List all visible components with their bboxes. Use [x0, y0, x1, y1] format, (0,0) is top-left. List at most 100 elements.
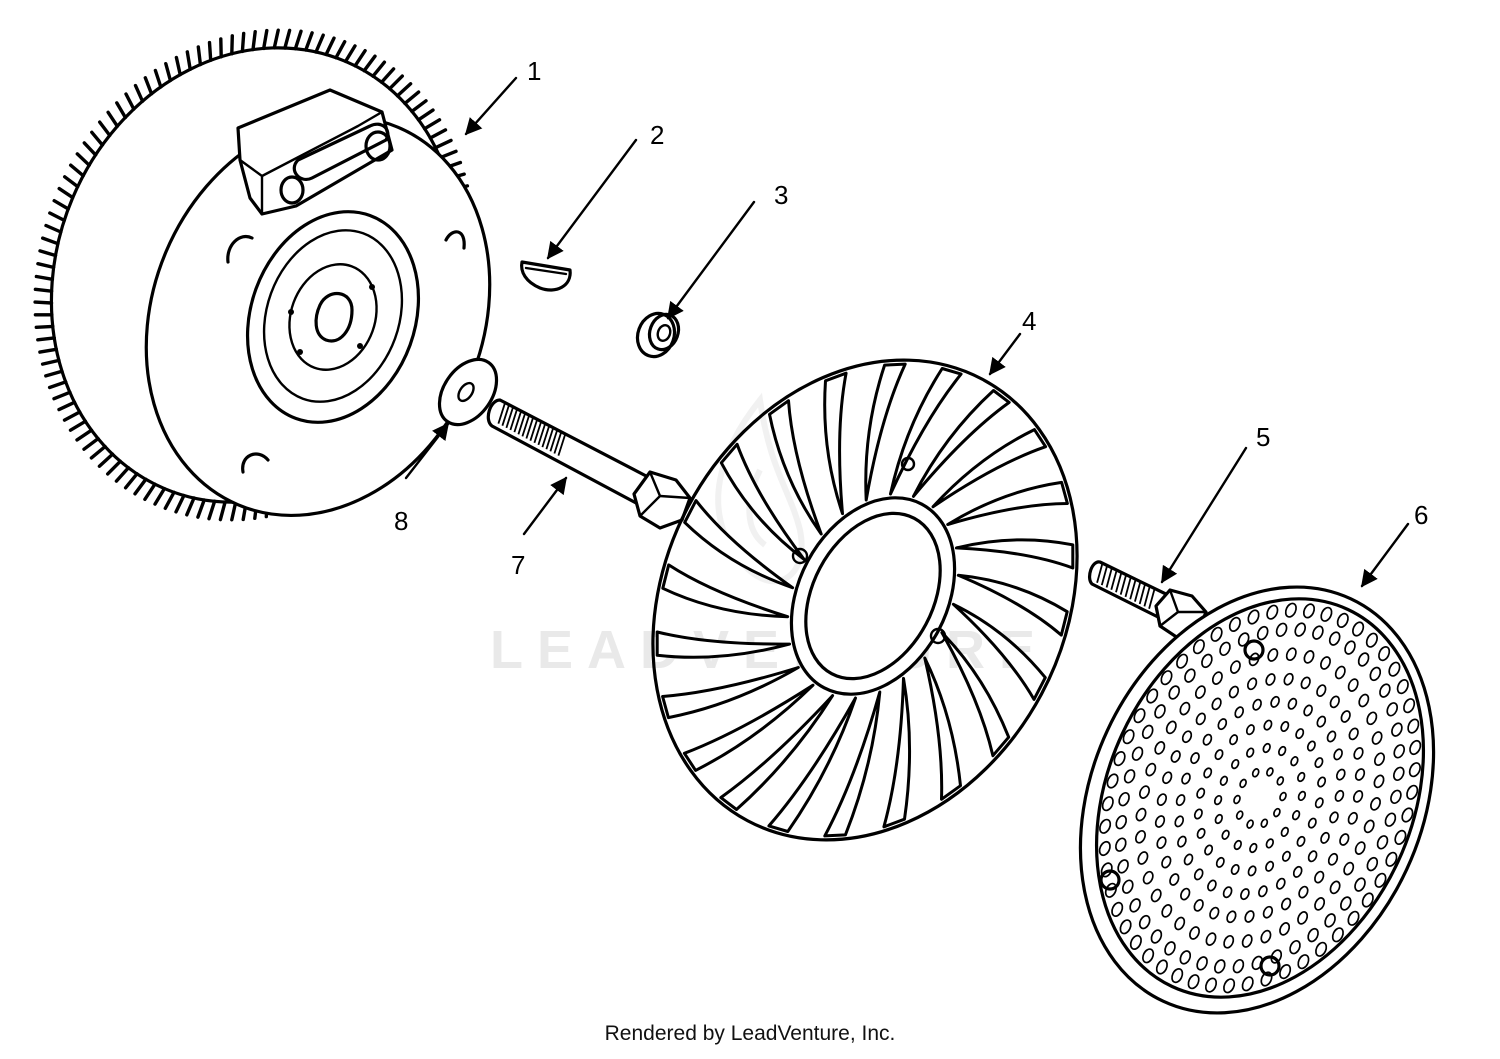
screen-hole — [1135, 807, 1147, 822]
screen-hole — [1386, 702, 1399, 717]
screen-hole — [1279, 791, 1287, 802]
callout-label-1: 1 — [527, 56, 541, 86]
screen-hole — [1314, 897, 1326, 911]
screen-hole — [1233, 794, 1241, 805]
screen-hole — [1260, 818, 1269, 828]
screen-hole — [1133, 708, 1146, 724]
screen-hole — [1270, 695, 1280, 708]
screen-hole — [1113, 751, 1126, 767]
screen-hole — [1115, 814, 1128, 830]
thread-line — [1115, 572, 1123, 593]
screen-hole — [1164, 941, 1176, 956]
gear-tooth — [410, 99, 428, 114]
screen-hole — [1235, 810, 1244, 820]
screen-hole — [1266, 767, 1274, 777]
part-woodruff-key — [520, 260, 572, 292]
screen-hole — [1169, 873, 1180, 886]
screen-hole — [1228, 616, 1241, 632]
thread-line — [1110, 569, 1118, 591]
thread-line — [1138, 584, 1146, 605]
gear-tooth — [422, 118, 442, 131]
screen-hole — [1363, 819, 1375, 834]
thread-line — [509, 408, 519, 431]
screen-hole — [1222, 886, 1233, 899]
thread-line — [1124, 576, 1132, 598]
screen-hole — [1289, 939, 1301, 955]
screen-hole — [1388, 661, 1401, 677]
gear-tooth — [82, 436, 100, 451]
callout-label-7: 7 — [511, 550, 525, 580]
gear-tooth — [240, 31, 246, 54]
gear-tooth — [262, 28, 269, 51]
screen-hole — [1194, 685, 1206, 699]
gear-tooth — [52, 198, 70, 211]
screen-hole — [1154, 704, 1166, 719]
screen-hole — [1156, 793, 1168, 806]
gear-tooth — [75, 428, 94, 442]
fan-blade — [931, 428, 1048, 509]
screen-hole — [1142, 870, 1154, 885]
screen-hole — [1168, 685, 1181, 700]
gear-tooth — [44, 369, 64, 378]
gear-tooth — [343, 44, 357, 64]
screen-hole — [1280, 897, 1292, 911]
callout-label-6: 6 — [1414, 500, 1428, 530]
gear-tooth — [124, 92, 136, 111]
screen-hole — [1117, 859, 1129, 874]
screen-hole — [1365, 632, 1378, 648]
screen-hole — [1131, 746, 1144, 761]
screen-hole — [1352, 790, 1364, 803]
screen-hole — [1347, 910, 1360, 926]
screen-hole — [1279, 964, 1292, 980]
screen-hole — [1327, 852, 1339, 866]
gear-tooth — [123, 472, 139, 490]
thread-line — [1148, 588, 1156, 609]
screen-hole — [1246, 819, 1254, 829]
screen-hole — [1142, 948, 1155, 964]
screen-hole — [1320, 606, 1333, 622]
screen-hole — [1187, 974, 1200, 990]
screen-hole — [1106, 773, 1119, 789]
screen-hole — [1357, 652, 1370, 667]
screen-hole — [1237, 632, 1250, 647]
screen-hole — [1292, 865, 1303, 878]
screen-hole — [1098, 840, 1111, 857]
thread-line — [1096, 562, 1104, 583]
screen-hole — [1385, 851, 1398, 867]
callout-label-4: 4 — [1022, 306, 1036, 336]
screen-hole — [1161, 855, 1172, 869]
screen-hole — [1275, 877, 1286, 890]
screen-hole — [1276, 776, 1285, 786]
thread-line — [1119, 574, 1127, 595]
fan-blade — [683, 499, 795, 590]
flywheel-face-slot — [444, 230, 466, 250]
screen-hole — [1328, 631, 1341, 646]
screen-hole — [1258, 885, 1268, 898]
gear-tooth — [395, 82, 413, 98]
screen-hole — [1265, 673, 1276, 686]
part-flywheel — [33, 28, 492, 522]
screen-hole — [1291, 810, 1301, 821]
screen-hole — [1223, 934, 1235, 949]
screen-hole — [1244, 910, 1255, 923]
gear-tooth — [47, 380, 68, 390]
callout-8: 8 — [394, 422, 450, 536]
screen-hole — [1195, 712, 1206, 726]
bolt-threads — [497, 402, 567, 456]
thread-line — [521, 414, 531, 437]
screen-hole — [1154, 741, 1166, 755]
screen-hole — [1232, 958, 1245, 974]
gear-tooth — [33, 300, 54, 305]
screen-hole — [1202, 733, 1213, 746]
screen-hole — [1320, 831, 1330, 844]
screen-hole — [1229, 734, 1239, 746]
gear-tooth — [82, 141, 98, 157]
screen-hole — [1226, 910, 1237, 924]
screen-hole — [1317, 776, 1327, 788]
screen-hole — [1290, 756, 1299, 767]
screen-hole — [1122, 729, 1135, 745]
screen-hole — [1329, 880, 1341, 895]
screen-hole — [1240, 888, 1250, 901]
fan-blade — [923, 656, 962, 801]
gear-tooth — [371, 60, 387, 78]
